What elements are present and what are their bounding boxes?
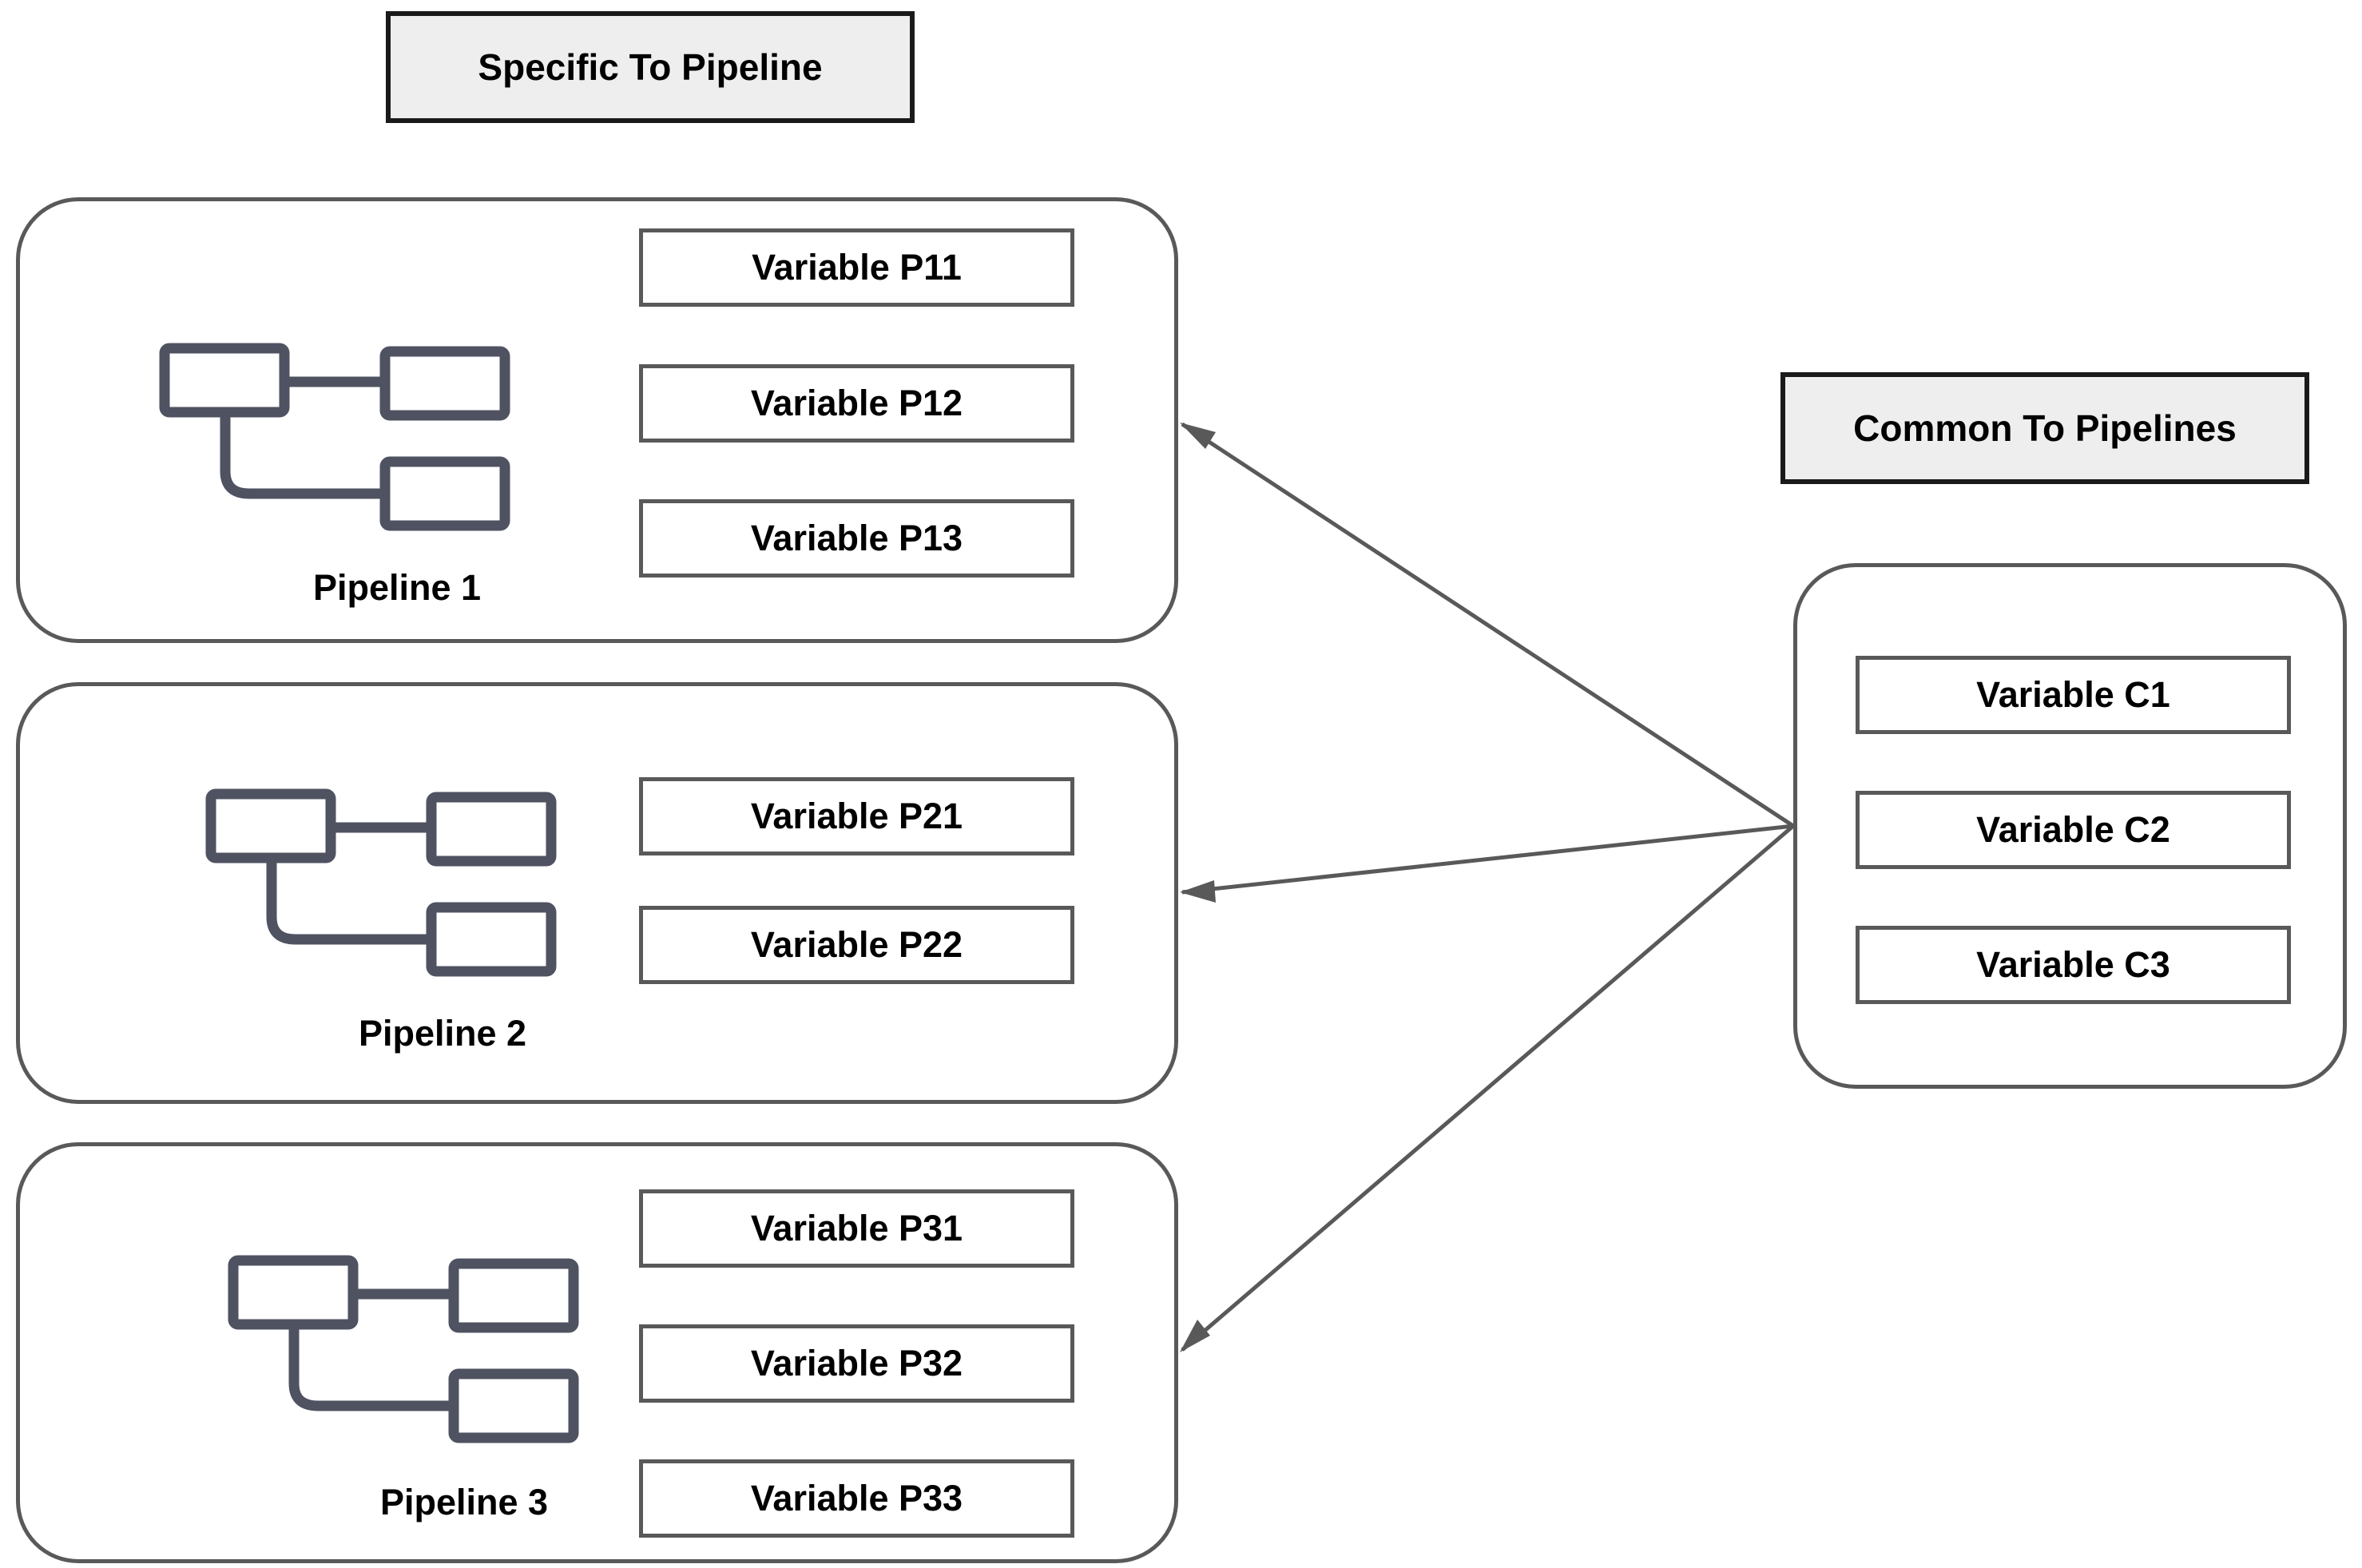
arrow-head bbox=[1180, 880, 1216, 903]
variable-p22-box: Variable P22 bbox=[639, 906, 1074, 984]
arrow-common-to-pipeline-2 bbox=[1181, 824, 1794, 895]
variable-p21-box: Variable P21 bbox=[639, 777, 1074, 855]
variable-p32-box: Variable P32 bbox=[639, 1324, 1074, 1403]
pipeline-flow-icon bbox=[228, 1255, 579, 1443]
arrow-head bbox=[1180, 1320, 1210, 1352]
variable-p11-box: Variable P11 bbox=[639, 228, 1074, 307]
specific-to-pipeline-header: Specific To Pipeline bbox=[386, 11, 915, 123]
variable-c3-box: Variable C3 bbox=[1856, 926, 2291, 1004]
pipeline-2-group bbox=[16, 682, 1178, 1104]
pipeline-3-label: Pipeline 3 bbox=[379, 1482, 549, 1522]
variable-p13-box: Variable P13 bbox=[639, 499, 1074, 578]
pipeline-flow-icon bbox=[159, 343, 510, 531]
variable-p12-box: Variable P12 bbox=[639, 364, 1074, 443]
variable-p31-box: Variable P31 bbox=[639, 1189, 1074, 1268]
arrow-common-to-pipeline-3 bbox=[1181, 824, 1795, 1352]
pipeline-flow-icon bbox=[205, 788, 557, 977]
arrow-common-to-pipeline-1 bbox=[1181, 422, 1795, 828]
variable-c1-box: Variable C1 bbox=[1856, 656, 2291, 734]
arrow-head bbox=[1180, 423, 1216, 449]
variable-p33-box: Variable P33 bbox=[639, 1459, 1074, 1538]
pipeline-1-label: Pipeline 1 bbox=[312, 567, 482, 608]
common-to-pipelines-header: Common To Pipelines bbox=[1780, 372, 2309, 484]
pipeline-2-label: Pipeline 2 bbox=[358, 1013, 527, 1054]
variable-c2-box: Variable C2 bbox=[1856, 791, 2291, 869]
